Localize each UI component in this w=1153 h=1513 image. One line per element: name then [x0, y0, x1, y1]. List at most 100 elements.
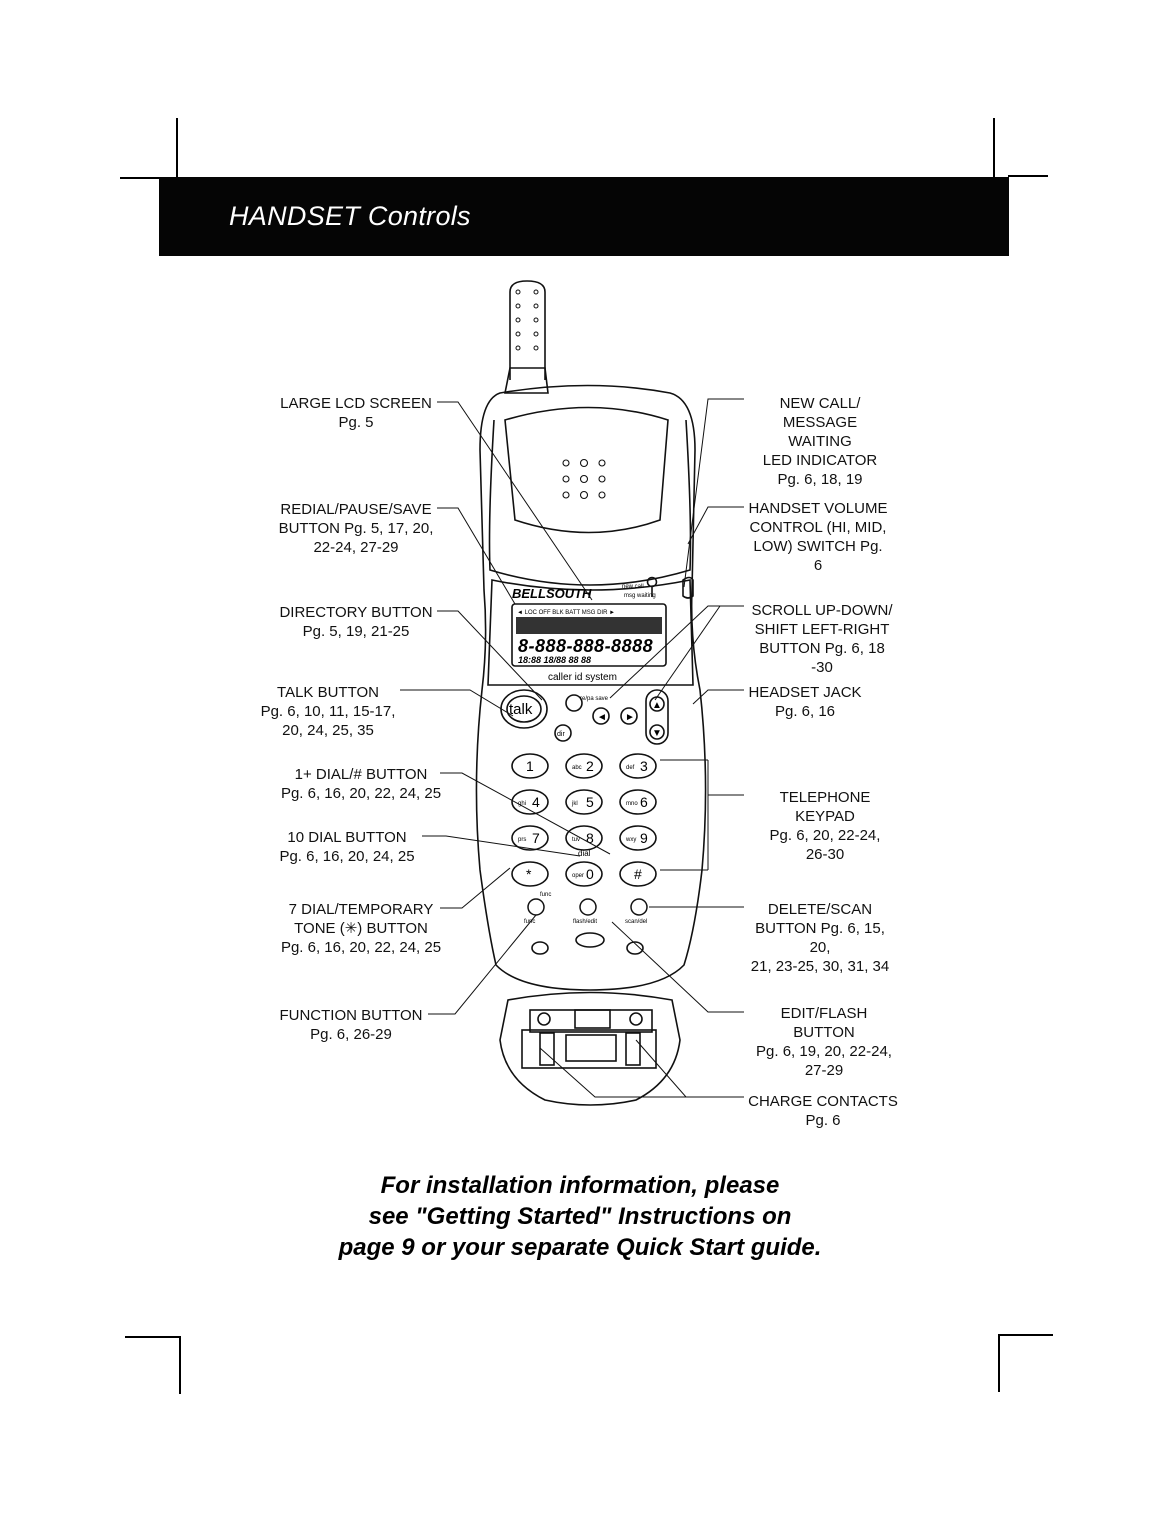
crop-mark-top-right-vertical: [993, 118, 995, 178]
face-plate: [487, 579, 694, 686]
new-call-text: new call: [622, 584, 644, 590]
scroll-updown-button[interactable]: [645, 689, 669, 745]
key-number: 0: [586, 866, 594, 882]
earpiece-panel: [504, 406, 669, 534]
lcd-segment-row: [516, 617, 662, 634]
label-delete-scan: DELETE/SCAN BUTTON Pg. 6, 15, 20, 21, 23…: [750, 901, 890, 975]
scroll-left-button[interactable]: [592, 707, 610, 725]
func-text-upper: func: [540, 892, 551, 898]
key-1[interactable]: [511, 753, 549, 779]
key-number: 5: [586, 794, 594, 810]
cradle-base: [521, 1029, 657, 1069]
key-number: *: [526, 866, 532, 882]
label-large-lcd-screen: LARGE LCD SCREEN Pg. 5: [280, 395, 432, 431]
key-6[interactable]: [619, 789, 657, 815]
charge-contact-right: [625, 1032, 641, 1066]
key-letters: prs: [518, 837, 526, 843]
crop-mark-top-left-horizontal: [120, 177, 160, 179]
key-letters: mno: [626, 801, 638, 807]
label-telephone-keypad: TELEPHONE KEYPAD Pg. 6, 20, 22-24, 26-30: [769, 789, 881, 863]
crop-mark-top-left-vertical: [176, 118, 178, 178]
redial-key-label: re/pa save: [580, 696, 609, 702]
label-edit-flash: EDIT/FLASH BUTTON Pg. 6, 19, 20, 22-24, …: [756, 1005, 892, 1079]
brand-logo: BELLSOUTH: [512, 586, 592, 601]
key-pound[interactable]: [619, 861, 657, 887]
key-number: 2: [586, 758, 594, 774]
key-number: #: [634, 866, 642, 882]
charger-cradle: [499, 991, 681, 1106]
key-8[interactable]: [565, 825, 603, 851]
lcd-time-row: 18:88 18/88 88 88: [518, 655, 591, 665]
key-letters: oper: [572, 873, 584, 879]
key-letters: abc: [572, 765, 582, 771]
installation-note: For installation information, please see…: [250, 1170, 910, 1263]
label-redial-pause-save: REDIAL/PAUSE/SAVE BUTTON Pg. 5, 17, 20, …: [278, 501, 434, 556]
scroll-right-button[interactable]: [620, 707, 638, 725]
crop-mark-top-right-horizontal: [1008, 175, 1048, 177]
key-number: 1: [526, 758, 534, 774]
delete-scan-button[interactable]: [630, 898, 648, 916]
key-letters: ghi: [518, 801, 526, 807]
installation-note-line-1: For installation information, please: [380, 1172, 780, 1199]
crop-mark-bottom-left-horizontal: [125, 1336, 180, 1338]
label-scroll-button: SCROLL UP-DOWN/ SHIFT LEFT-RIGHT BUTTON …: [751, 602, 893, 676]
label-handset-volume: HANDSET VOLUME CONTROL (HI, MID, LOW) SW…: [748, 500, 888, 574]
dial-text: dial: [578, 849, 591, 858]
flash-edit-text: flash/edit: [573, 919, 597, 925]
function-button[interactable]: [527, 898, 545, 916]
lcd-digit-row: 8-888-888-8888: [518, 636, 653, 656]
dir-key-label: dir: [557, 731, 565, 738]
key-0[interactable]: [565, 861, 603, 887]
charge-contact-left: [539, 1032, 555, 1066]
speaker-grille: [562, 458, 606, 500]
lcd-frame: [511, 603, 667, 667]
key-star[interactable]: [511, 861, 549, 887]
label-charge-contacts: CHARGE CONTACTS Pg. 6: [748, 1093, 898, 1129]
crop-mark-bottom-right-vertical: [998, 1334, 1000, 1392]
label-talk-button: TALK BUTTON Pg. 6, 10, 11, 15-17, 20, 24…: [260, 684, 396, 739]
volume-switch: [682, 576, 694, 599]
key-9[interactable]: [619, 825, 657, 851]
scan-del-text: scan/del: [625, 919, 647, 925]
caller-id-system-text: caller id system: [548, 672, 617, 683]
label-one-plus-dial: 1+ DIAL/# BUTTON Pg. 6, 16, 20, 22, 24, …: [280, 766, 442, 802]
label-new-call-led: NEW CALL/ MESSAGE WAITING LED INDICATOR …: [762, 395, 878, 488]
key-number: 3: [640, 758, 648, 774]
crop-mark-bottom-right-horizontal: [998, 1334, 1053, 1336]
key-number: 6: [640, 794, 648, 810]
key-2[interactable]: [565, 753, 603, 779]
label-function-button: FUNCTION BUTTON Pg. 6, 26-29: [279, 1007, 423, 1043]
talk-key-label: talk: [509, 701, 533, 718]
installation-note-line-2: see "Getting Started" Instructions on: [368, 1203, 792, 1230]
key-letters: jkl: [571, 801, 578, 807]
antenna-base: [504, 367, 549, 394]
up-arrow-icon: ▲: [652, 700, 662, 711]
antenna: [509, 280, 546, 380]
page-title: HANDSET Controls: [229, 201, 471, 231]
key-letters: tuv: [572, 837, 580, 843]
upper-shell: [488, 419, 692, 586]
lcd-status-row: ◄ LOC OFF BLK BATT MSG DIR ►: [517, 610, 615, 616]
edit-flash-button[interactable]: [579, 898, 597, 916]
installation-note-line-3: page 9 or your separate Quick Start guid…: [338, 1234, 822, 1261]
label-seven-dial: 7 DIAL/TEMPORARY TONE (✳) BUTTON Pg. 6, …: [280, 901, 442, 956]
redial-button[interactable]: [565, 694, 583, 712]
label-ten-dial: 10 DIAL BUTTON Pg. 6, 16, 20, 24, 25: [279, 829, 415, 865]
key-3[interactable]: [619, 753, 657, 779]
key-4[interactable]: [511, 789, 549, 815]
down-arrow-icon: ▼: [652, 728, 662, 739]
directory-button[interactable]: [554, 724, 572, 742]
handset-body: [475, 384, 707, 991]
key-number: 8: [586, 830, 594, 846]
key-letters: def: [626, 765, 635, 771]
key-7[interactable]: [511, 825, 549, 851]
led-indicator: [646, 576, 658, 588]
right-arrow-icon: ►: [625, 712, 635, 723]
label-headset-jack: HEADSET JACK Pg. 6, 16: [748, 684, 862, 720]
key-number: 9: [640, 830, 648, 846]
leader-lines: [400, 398, 744, 1098]
label-directory-button: DIRECTORY BUTTON Pg. 5, 19, 21-25: [279, 604, 433, 640]
key-5[interactable]: [565, 789, 603, 815]
